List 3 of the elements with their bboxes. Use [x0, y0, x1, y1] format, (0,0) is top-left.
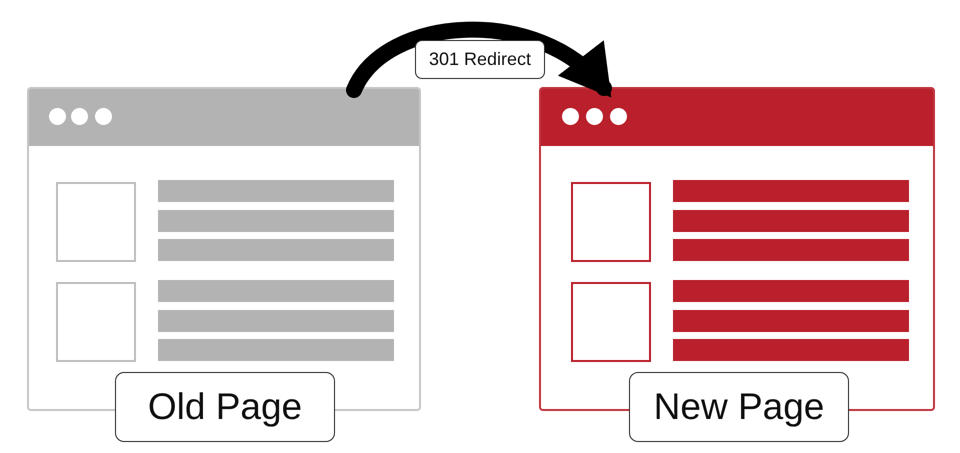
edge-label: 301 Redirect [415, 40, 545, 79]
page-label: Old Page [115, 372, 335, 442]
page-label: New Page [629, 372, 849, 442]
